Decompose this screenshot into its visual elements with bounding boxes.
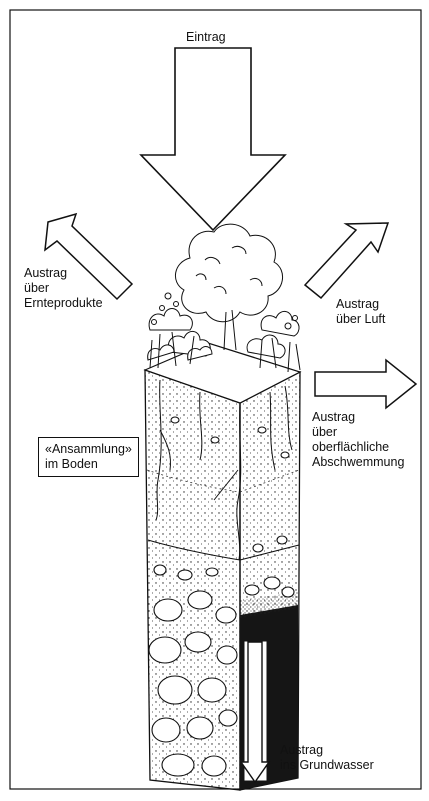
eintrag-arrow (141, 48, 285, 230)
label-austrag-grundwasser: Austrag ins Grundwasser (280, 743, 374, 773)
label-ansammlung-im-boden: «Ansammlung» im Boden (38, 437, 139, 477)
label-austrag-luft: Austrag über Luft (336, 297, 385, 327)
austrag-grundwasser-arrow (242, 640, 272, 785)
label-austrag-abschwemmung: Austrag über oberflächliche Abschwemmung (312, 410, 404, 470)
soil-column (145, 343, 300, 790)
label-eintrag: Eintrag (186, 30, 226, 45)
vegetation (148, 224, 300, 372)
label-austrag-ernteprodukte: Austrag über Ernteprodukte (24, 266, 103, 311)
austrag-abschwemmung-arrow (315, 360, 416, 408)
austrag-luft-arrow (305, 223, 388, 298)
